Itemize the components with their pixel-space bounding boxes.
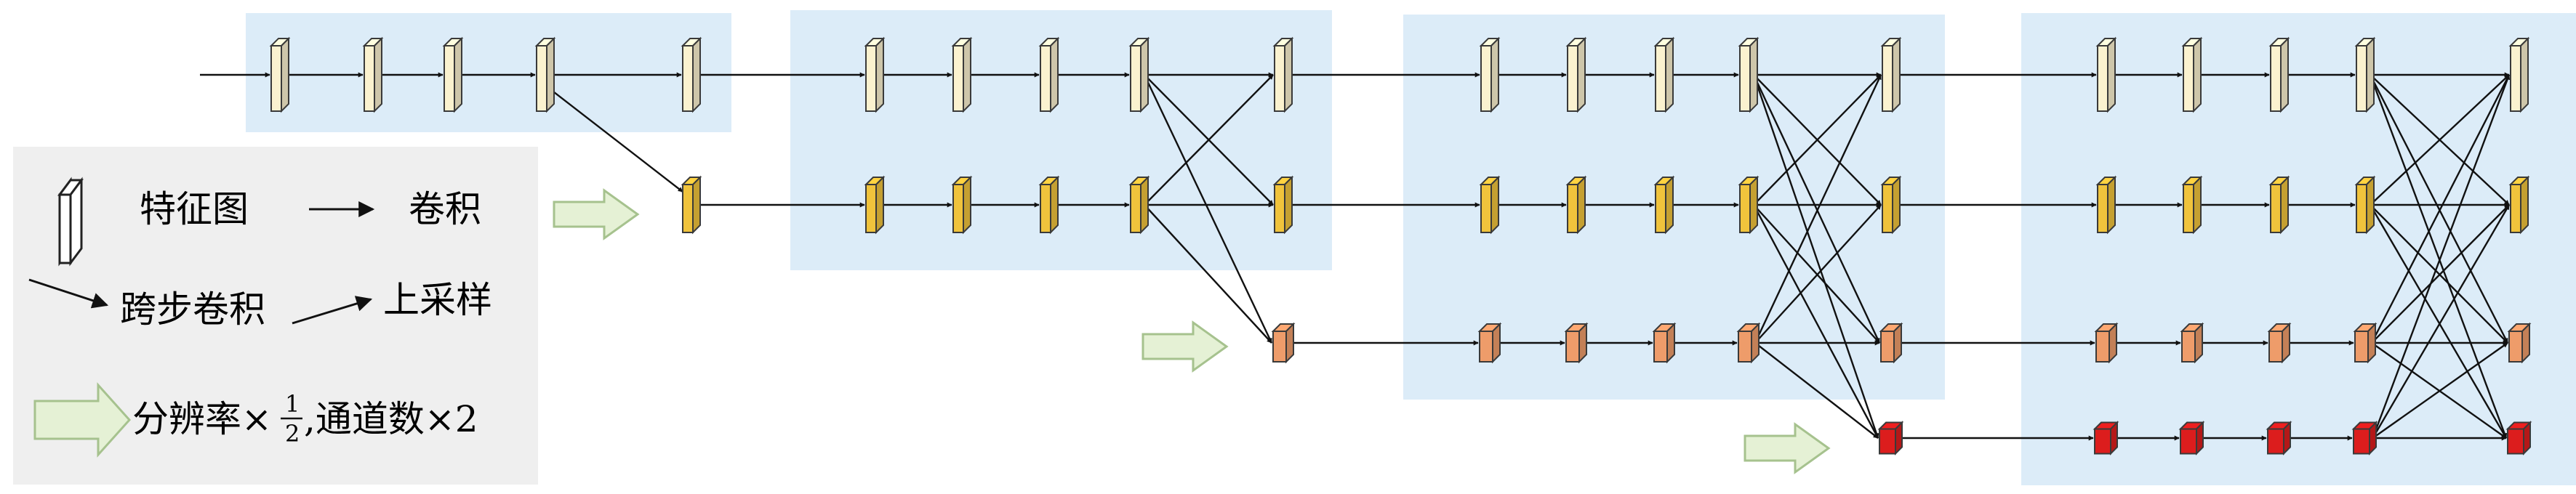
upsampling-arrow	[2372, 204, 2511, 439]
feature-map-block	[2268, 175, 2290, 235]
strided-convolution-arrow	[1752, 74, 1881, 344]
upsampling-arrow	[1144, 74, 1274, 206]
feature-map-block	[2180, 322, 2204, 364]
feature-map-block	[362, 36, 384, 113]
feature-map-block	[2508, 36, 2530, 113]
upsampling-arrow	[2372, 74, 2511, 439]
feature-map-block	[2181, 36, 2203, 113]
legend-transition-label: 分辨率× 1 2 ,通道数×2	[132, 390, 478, 448]
feature-map-block	[1477, 322, 1502, 364]
feature-map-icon	[57, 177, 84, 267]
strided-convolution-arrow	[2369, 74, 2508, 439]
feature-map-block	[534, 36, 556, 113]
feature-map-block	[2267, 322, 2292, 364]
legend-convolution-label: 卷积	[409, 188, 481, 230]
legend-panel: 特征图 卷积 跨步卷积 上采样 分辨率× 1 2 ,通道数×2	[13, 147, 538, 485]
legend-upsampling-label: 上采样	[383, 279, 492, 321]
feature-map-block	[442, 36, 464, 113]
feature-map-block	[2266, 421, 2292, 455]
transition-arrow	[1744, 422, 1831, 474]
feature-map-block	[2093, 421, 2119, 455]
fraction-denominator: 2	[285, 420, 300, 448]
upsampling-arrow	[2371, 204, 2510, 344]
feature-map-block	[1736, 322, 1761, 364]
feature-map-block	[2268, 36, 2290, 113]
stage-panels	[246, 10, 2576, 485]
transition-label-suffix: ,通道数×2	[304, 398, 478, 440]
upsampling-arrow	[2372, 342, 2508, 439]
transition-arrow	[1141, 320, 1229, 373]
feature-map-block	[2353, 322, 2378, 364]
feature-map-blocks	[269, 36, 2532, 455]
feature-map-block	[864, 36, 886, 113]
transition-label-prefix: 分辨率×	[132, 398, 272, 440]
feature-map-block	[1653, 36, 1675, 113]
feature-map-block	[2351, 421, 2378, 455]
feature-map-block	[1880, 175, 1902, 235]
feature-map-block	[1738, 36, 1760, 113]
strided-convolution-arrow	[1752, 204, 1879, 439]
transition-arrow	[553, 188, 640, 240]
feature-map-block	[1653, 175, 1675, 235]
strided-convolution-arrow	[2369, 204, 2508, 439]
strided-convolution-arrow	[1144, 204, 1272, 344]
fraction-numerator: 1	[285, 390, 300, 418]
feature-map-block	[1479, 175, 1501, 235]
feature-map-block	[1564, 322, 1589, 364]
feature-map-block	[269, 36, 291, 113]
feature-map-block	[2094, 322, 2119, 364]
feature-map-block	[1128, 36, 1150, 113]
feature-map-block	[1738, 175, 1760, 235]
legend-strided-convolution-label: 跨步卷积	[120, 288, 265, 331]
feature-map-block	[2181, 175, 2203, 235]
connections	[200, 72, 2511, 441]
feature-map-block	[1479, 36, 1501, 113]
feature-map-block	[1038, 36, 1060, 113]
strided-convolution-arrow	[550, 89, 683, 193]
feature-map-block	[2354, 36, 2376, 113]
feature-map-block	[951, 36, 973, 113]
feature-map-block	[1565, 175, 1587, 235]
transition-arrow-icon	[33, 382, 132, 458]
upsampling-arrow	[1753, 74, 1882, 206]
feature-map-block	[951, 175, 973, 235]
upsampling-arrow	[2370, 74, 2511, 344]
strided-convolution-arrow	[1143, 74, 1273, 344]
feature-map-block	[681, 36, 702, 113]
feature-map-block	[2505, 421, 2532, 455]
upsampling-arrow	[1754, 74, 1882, 344]
strided-convolution-arrow	[1752, 74, 1879, 439]
feature-map-block	[1880, 36, 1902, 113]
feature-map-block	[2178, 421, 2205, 455]
feature-map-block	[2508, 175, 2530, 235]
strided-convolution-arrow	[1753, 204, 1880, 344]
feature-map-block	[1879, 322, 1903, 364]
transition-arrows	[553, 188, 1831, 474]
strided-convolution-arrow	[2369, 74, 2509, 344]
feature-map-block	[1128, 175, 1150, 235]
strided-convolution-arrow	[2370, 204, 2508, 344]
feature-map-block	[1272, 36, 1294, 113]
feature-map-block	[1565, 36, 1587, 113]
stage-1-panel	[246, 13, 731, 132]
upsampling-arrow	[1754, 204, 1882, 344]
strided-convolution-arrow-icon	[28, 278, 109, 309]
feature-map-block	[2507, 322, 2532, 364]
feature-map-block	[2095, 175, 2117, 235]
feature-map-block	[1038, 175, 1060, 235]
feature-map-block	[1271, 322, 1296, 364]
feature-map-block	[1877, 421, 1904, 455]
feature-map-block	[2354, 175, 2376, 235]
upsampling-arrow-icon	[292, 296, 373, 325]
feature-map-block	[681, 175, 702, 235]
legend-feature-map-label: 特征图	[140, 188, 249, 230]
strided-convolution-arrow	[1754, 342, 1879, 439]
feature-map-block	[2095, 36, 2117, 113]
upsampling-arrow	[2370, 74, 2510, 206]
feature-map-block	[864, 175, 886, 235]
feature-map-block	[1272, 175, 1294, 235]
feature-map-block	[1652, 322, 1677, 364]
